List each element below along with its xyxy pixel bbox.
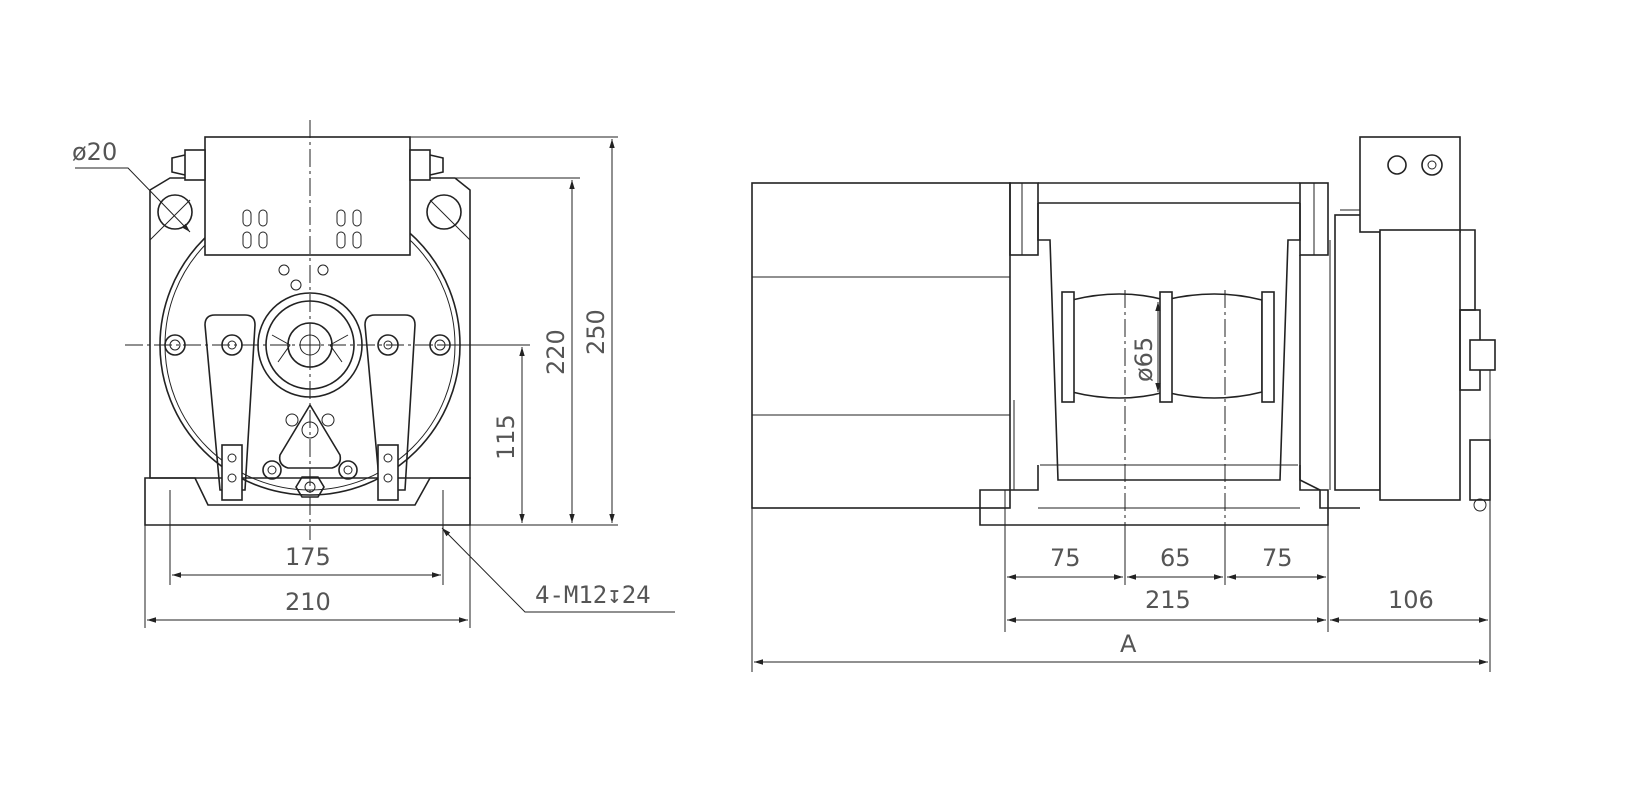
cable-gland-left [171,149,206,181]
dim-brake-offset: 106 [1388,586,1434,614]
dim-drum-diameter: ø65 [1130,337,1158,382]
dim-drum-span: 215 [1145,586,1191,614]
dim-height-total: 250 [582,309,610,355]
cable-gland-right [409,149,444,181]
drum [1061,291,1275,403]
front-dimensions: ø20 250 220 115 175 210 4-M12↧24 [72,136,675,628]
dim-height-base: 220 [542,329,570,375]
dim-drum-seg-right: 75 [1262,544,1293,572]
dim-overall-length: A [1120,630,1137,658]
dim-width: 210 [285,588,331,616]
side-view [751,136,1496,530]
dim-mount-thread: 4-M12↧24 [535,581,651,609]
dim-drum-seg-left: 75 [1050,544,1081,572]
dim-mount-spacing: 175 [285,543,331,571]
dim-hole-diameter: ø20 [72,138,117,166]
dim-shaft-height: 115 [492,414,520,460]
side-dimensions: ø65 75 65 75 215 106 A [751,302,1491,672]
dim-drum-seg-mid: 65 [1160,544,1191,572]
front-view [125,120,520,540]
